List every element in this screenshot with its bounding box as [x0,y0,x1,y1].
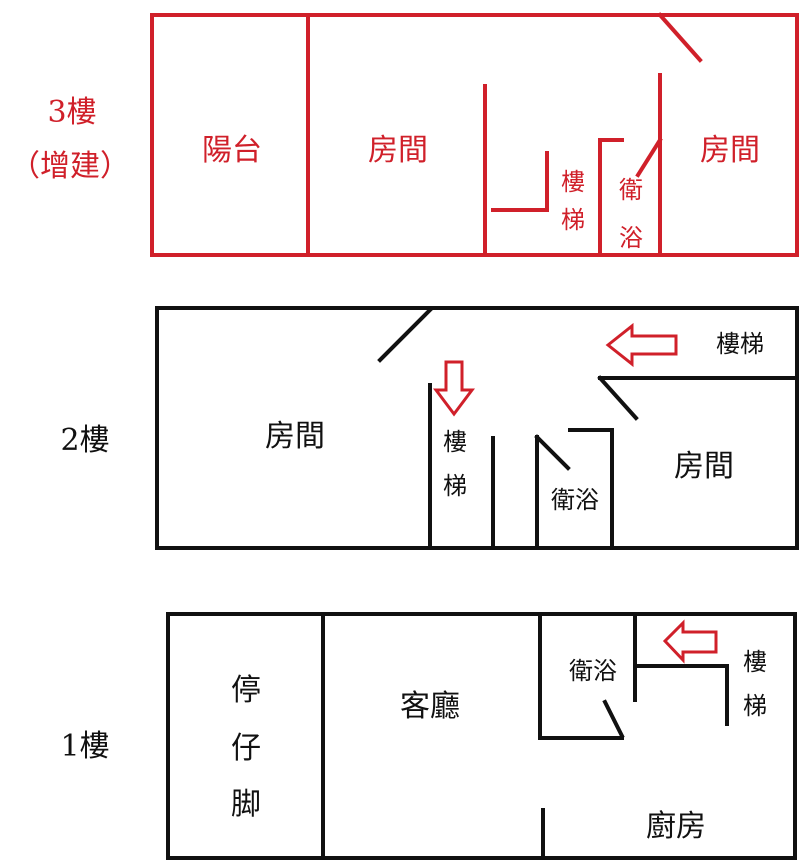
floor-3-label: 3樓 [47,95,96,130]
floor-3-labels: 3樓 （增建） 陽台 房間 樓 梯 衛 浴 房間 [10,95,760,252]
bath-label: 衛浴 [569,657,617,685]
stairs-top-label: 樓梯 [716,330,764,358]
floor-1-label: 1樓 [60,729,109,764]
parking-label-1: 停 [231,673,261,708]
bath-label: 衛浴 [551,486,599,514]
floor-3-outline [150,13,799,257]
arrow-left-icon [662,619,718,664]
bath-label-2: 浴 [619,224,643,252]
room-balcony: 陽台 [202,133,262,168]
stairs-label-1: 樓 [443,428,467,456]
room-right: 房間 [700,133,760,168]
stairs-label-1: 樓 [743,648,767,676]
door-swing [635,137,663,178]
arrow-down-icon [433,360,475,417]
stairs-label-2: 梯 [443,472,467,500]
door-swing [377,307,433,363]
floor-1-arrows [662,619,718,664]
floor-3-note: （增建） [10,149,130,184]
floor-1-plan [166,612,797,860]
door-swing [534,434,571,471]
floor-1-outline [166,612,797,860]
stairs-label-2: 梯 [561,206,585,234]
stairs-label-2: 梯 [743,692,767,720]
floor-1-labels: 1樓 停 仔 脚 客廳 衛浴 樓 梯 廚房 [60,648,767,844]
room-kitchen: 廚房 [646,809,706,844]
parking-label-2: 仔 [231,731,261,766]
floor-2-outline [155,306,799,550]
room-right: 房間 [674,449,734,484]
room-left: 房間 [265,419,325,454]
parking-label-3: 脚 [231,787,261,822]
arrow-left-icon [605,322,678,368]
door-swing [602,699,625,739]
room-living: 客廳 [400,689,460,724]
floor-3-plan [150,12,799,257]
bath-label-1: 衛 [619,176,643,204]
stairs-label-1: 樓 [561,168,585,196]
floor-2-label: 2樓 [60,423,109,458]
room-left: 房間 [368,133,428,168]
floor-2-plan [155,306,799,550]
floor-2-arrows [433,322,678,417]
door-swing [597,375,639,421]
door-swing [657,12,703,63]
floor-2-labels: 2樓 房間 樓梯 樓 梯 衛浴 房間 [60,330,764,514]
